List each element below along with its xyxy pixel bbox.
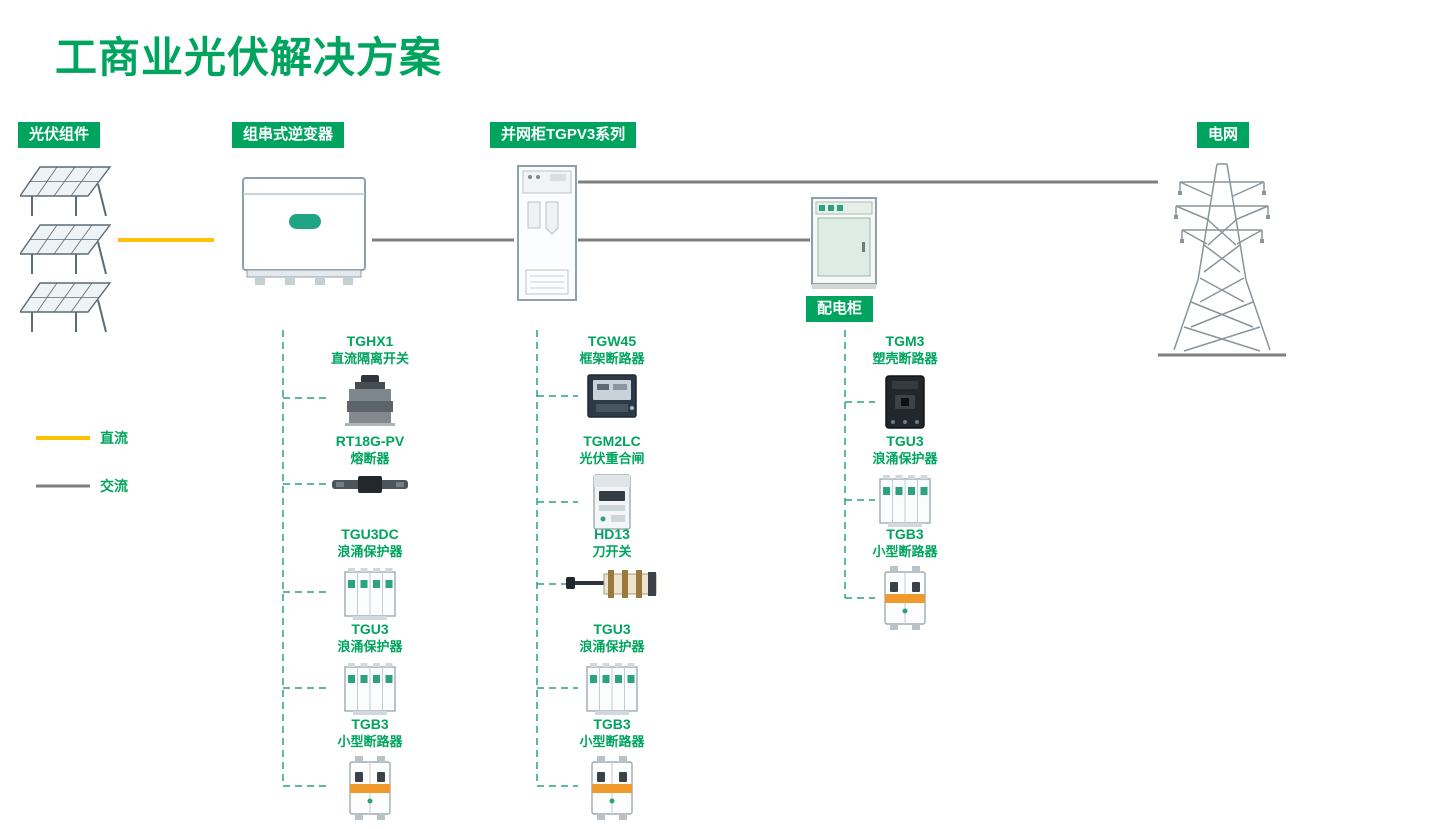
knife-switch-icon xyxy=(566,566,658,602)
product-name: 浪涌保护器 xyxy=(872,451,938,466)
product-name: 框架断路器 xyxy=(579,351,645,366)
chain-item-tgu3dc: TGU3DC 浪涌保护器 xyxy=(310,525,430,627)
legend-dc-label: 直流 xyxy=(100,430,128,446)
label-power-grid: 电网 xyxy=(1197,122,1250,148)
surge-protector-icon xyxy=(343,566,397,622)
product-model: TGHX1 xyxy=(346,333,394,349)
chain-item-tgb3: TGB3 小型断路器 xyxy=(310,715,430,825)
product-model: HD13 xyxy=(594,526,630,542)
molded-case-circuit-breaker-icon xyxy=(880,373,930,431)
product-model: TGM2LC xyxy=(583,433,641,449)
dc-isolator-switch-icon xyxy=(341,373,399,427)
string-inverter-icon xyxy=(237,168,372,290)
grid-cabinet-chain-connectors xyxy=(536,330,578,787)
chain-item-tgb3: TGB3 小型断路器 xyxy=(552,715,672,825)
chain-item-hd13: HD13 刀开关 xyxy=(552,525,672,607)
label-string-inverter: 组串式逆变器 xyxy=(232,122,345,148)
product-model: TGU3DC xyxy=(341,526,399,542)
chain-item-tgu3: TGU3 浪涌保护器 xyxy=(552,620,672,722)
label-distribution-cabinet: 配电柜 xyxy=(806,296,874,322)
product-model: TGU3 xyxy=(593,621,631,637)
label-grid-cabinet: 并网柜TGPV3系列 xyxy=(490,122,637,148)
product-name: 小型断路器 xyxy=(872,544,938,559)
solar-panel-icon xyxy=(20,280,112,336)
chain-item-tgu3: TGU3 浪涌保护器 xyxy=(310,620,430,722)
surge-protector-icon xyxy=(343,661,397,717)
chain-item-rt18g-pv: RT18G-PV 熔断器 xyxy=(310,432,430,500)
product-name: 小型断路器 xyxy=(337,734,403,749)
surge-protector-icon xyxy=(878,473,932,529)
legend-ac-label: 交流 xyxy=(100,478,128,494)
product-model: TGU3 xyxy=(351,621,389,637)
product-name: 塑壳断路器 xyxy=(872,351,938,366)
miniature-circuit-breaker-icon xyxy=(882,566,928,630)
chain-item-tgu3: TGU3 浪涌保护器 xyxy=(845,432,965,534)
label-pv-modules: 光伏组件 xyxy=(18,122,101,148)
product-model: TGM3 xyxy=(885,333,925,349)
inverter-chain-connectors xyxy=(282,330,330,787)
product-name: 光伏重合闸 xyxy=(579,451,645,466)
product-model: TGW45 xyxy=(587,333,637,349)
pv-recloser-icon xyxy=(591,473,633,531)
solar-panel-icon xyxy=(20,222,112,278)
product-name: 浪涌保护器 xyxy=(337,639,403,654)
product-name: 小型断路器 xyxy=(579,734,645,749)
chain-item-tghx1: TGHX1 直流隔离开关 xyxy=(310,332,430,432)
chain-item-tgb3: TGB3 小型断路器 xyxy=(845,525,965,635)
product-model: TGU3 xyxy=(886,433,924,449)
dist-cabinet-chain-connectors xyxy=(844,330,875,599)
product-model: TGB3 xyxy=(593,716,631,732)
product-model: TGB3 xyxy=(351,716,389,732)
product-model: TGB3 xyxy=(886,526,924,542)
distribution-cabinet-icon xyxy=(810,196,878,290)
chain-item-tgm2lc: TGM2LC 光伏重合闸 xyxy=(552,432,672,536)
miniature-circuit-breaker-icon xyxy=(589,756,635,820)
chain-item-tgw45: TGW45 框架断路器 xyxy=(552,332,672,424)
miniature-circuit-breaker-icon xyxy=(347,756,393,820)
air-circuit-breaker-icon xyxy=(586,373,638,419)
transmission-tower-icon xyxy=(1160,160,1285,355)
product-name: 熔断器 xyxy=(350,451,390,466)
fuse-icon xyxy=(330,473,410,495)
product-name: 直流隔离开关 xyxy=(330,351,409,366)
page-title: 工商业光伏解决方案 xyxy=(55,34,443,81)
chain-item-tgm3: TGM3 塑壳断路器 xyxy=(845,332,965,436)
solar-panel-icon xyxy=(20,164,112,220)
product-name: 浪涌保护器 xyxy=(337,544,403,559)
product-name: 浪涌保护器 xyxy=(579,639,645,654)
surge-protector-icon xyxy=(585,661,639,717)
product-name: 刀开关 xyxy=(592,544,632,559)
product-model: RT18G-PV xyxy=(335,433,405,449)
grid-cabinet-icon xyxy=(516,164,578,304)
